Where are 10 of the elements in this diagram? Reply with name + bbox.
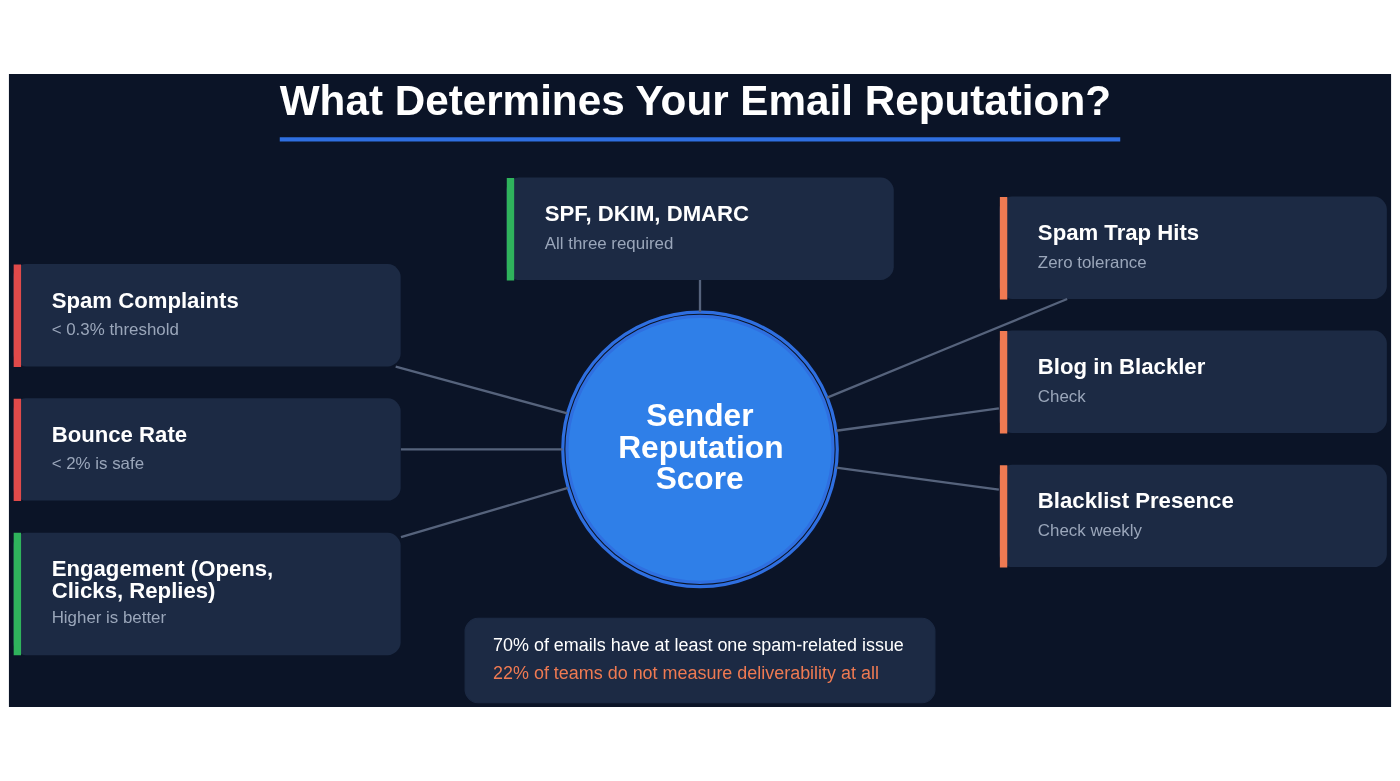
- connector: [698, 280, 702, 312]
- node-circle: Sender Reputation Score: [561, 310, 839, 589]
- connector: [836, 466, 1000, 491]
- connector: [826, 297, 1068, 399]
- connector: [400, 486, 569, 539]
- connector: [836, 407, 1000, 432]
- diagram-title: What Determines Your Email Reputation?: [279, 77, 1111, 125]
- connector: [395, 365, 568, 415]
- node-box: 70% of emails have at least one spam-related issue 22% of teams do not measure deliverability at all: [464, 617, 936, 704]
- connector: [400, 448, 563, 451]
